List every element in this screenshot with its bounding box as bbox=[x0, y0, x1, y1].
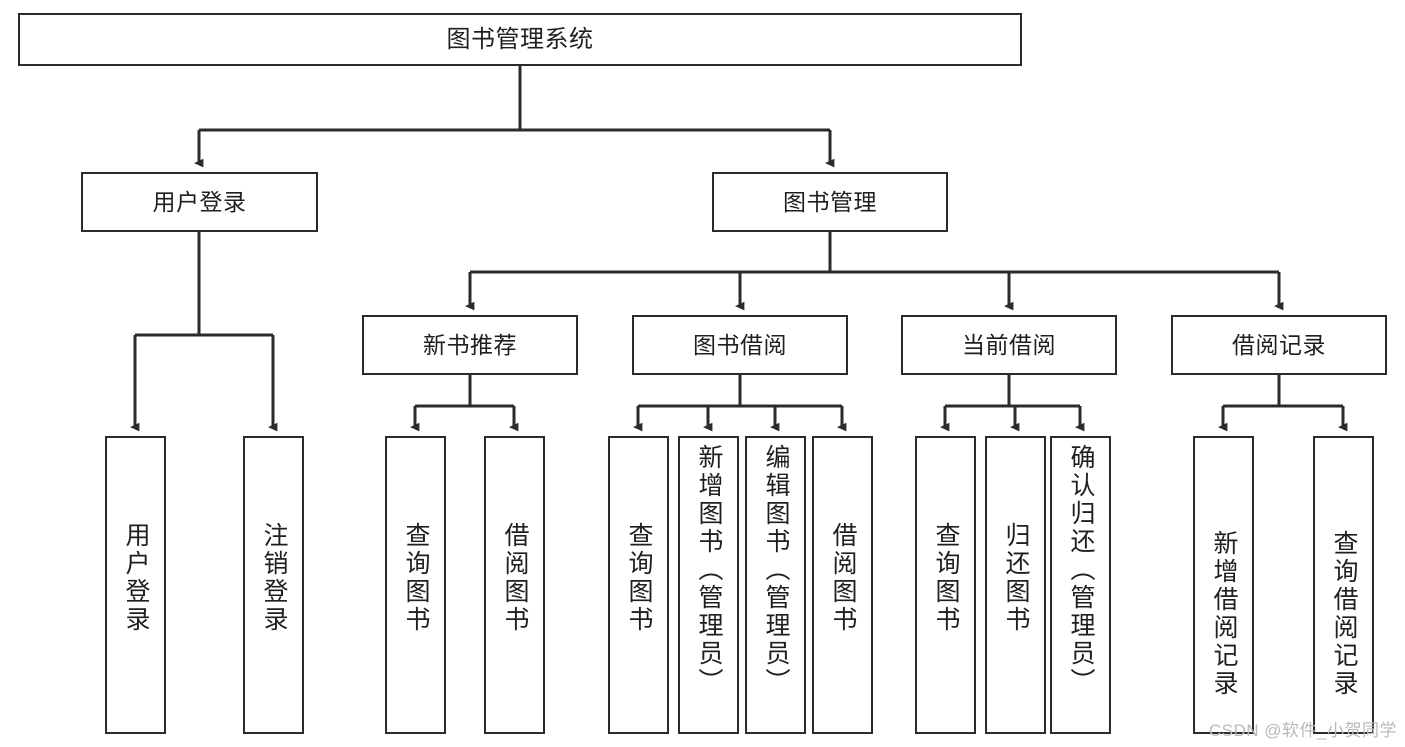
leaf-return-book[interactable]: 归还图书 bbox=[985, 436, 1046, 734]
leaf-query-book-2[interactable]: 查询图书 bbox=[608, 436, 669, 734]
node-label: 图书管理系统 bbox=[446, 25, 594, 53]
csdn-watermark: CSDN @软件_小贺同学 bbox=[1208, 721, 1397, 740]
leaf-borrow-book-2[interactable]: 借阅图书 bbox=[812, 436, 873, 734]
leaf-query-record[interactable]: 查询借阅记录 bbox=[1313, 436, 1374, 734]
node-borrow-record[interactable]: 借阅记录 bbox=[1171, 315, 1387, 375]
leaf-edit-book[interactable]: 编辑图书（管理员） bbox=[745, 436, 806, 734]
leaf-logout-login[interactable]: 注销登录 bbox=[243, 436, 304, 734]
node-label: 图书借阅 bbox=[693, 331, 787, 358]
node-label: 新增借阅记录 bbox=[1210, 530, 1238, 698]
node-label: 借阅图书 bbox=[501, 522, 529, 634]
node-label: 新增图书（管理员） bbox=[695, 444, 723, 696]
node-root-system[interactable]: 图书管理系统 bbox=[18, 13, 1022, 66]
node-label: 查询借阅记录 bbox=[1330, 530, 1358, 698]
node-label: 图书管理 bbox=[783, 188, 877, 215]
node-label: 新书推荐 bbox=[423, 331, 517, 358]
leaf-borrow-book-1[interactable]: 借阅图书 bbox=[484, 436, 545, 734]
node-label: 注销登录 bbox=[260, 522, 288, 634]
node-label: 确认归还（管理员） bbox=[1067, 444, 1095, 696]
leaf-user-login[interactable]: 用户登录 bbox=[105, 436, 166, 734]
node-label: 编辑图书（管理员） bbox=[762, 444, 790, 696]
leaf-add-record[interactable]: 新增借阅记录 bbox=[1193, 436, 1254, 734]
node-label: 查询图书 bbox=[402, 522, 430, 634]
leaf-confirm-return[interactable]: 确认归还（管理员） bbox=[1050, 436, 1111, 734]
node-label: 借阅记录 bbox=[1232, 331, 1326, 358]
leaf-query-book-1[interactable]: 查询图书 bbox=[385, 436, 446, 734]
leaf-add-book[interactable]: 新增图书（管理员） bbox=[678, 436, 739, 734]
node-label: 查询图书 bbox=[932, 522, 960, 634]
node-user-login[interactable]: 用户登录 bbox=[81, 172, 318, 232]
node-book-borrow[interactable]: 图书借阅 bbox=[632, 315, 848, 375]
node-label: 查询图书 bbox=[625, 522, 653, 634]
node-label: 借阅图书 bbox=[829, 522, 857, 634]
node-label: 归还图书 bbox=[1002, 522, 1030, 634]
leaf-query-book-3[interactable]: 查询图书 bbox=[915, 436, 976, 734]
node-label: 当前借阅 bbox=[962, 331, 1056, 358]
node-book-manage[interactable]: 图书管理 bbox=[712, 172, 948, 232]
node-new-book-recommend[interactable]: 新书推荐 bbox=[362, 315, 578, 375]
node-label: 用户登录 bbox=[122, 522, 150, 634]
node-current-borrow[interactable]: 当前借阅 bbox=[901, 315, 1117, 375]
node-label: 用户登录 bbox=[152, 188, 247, 215]
